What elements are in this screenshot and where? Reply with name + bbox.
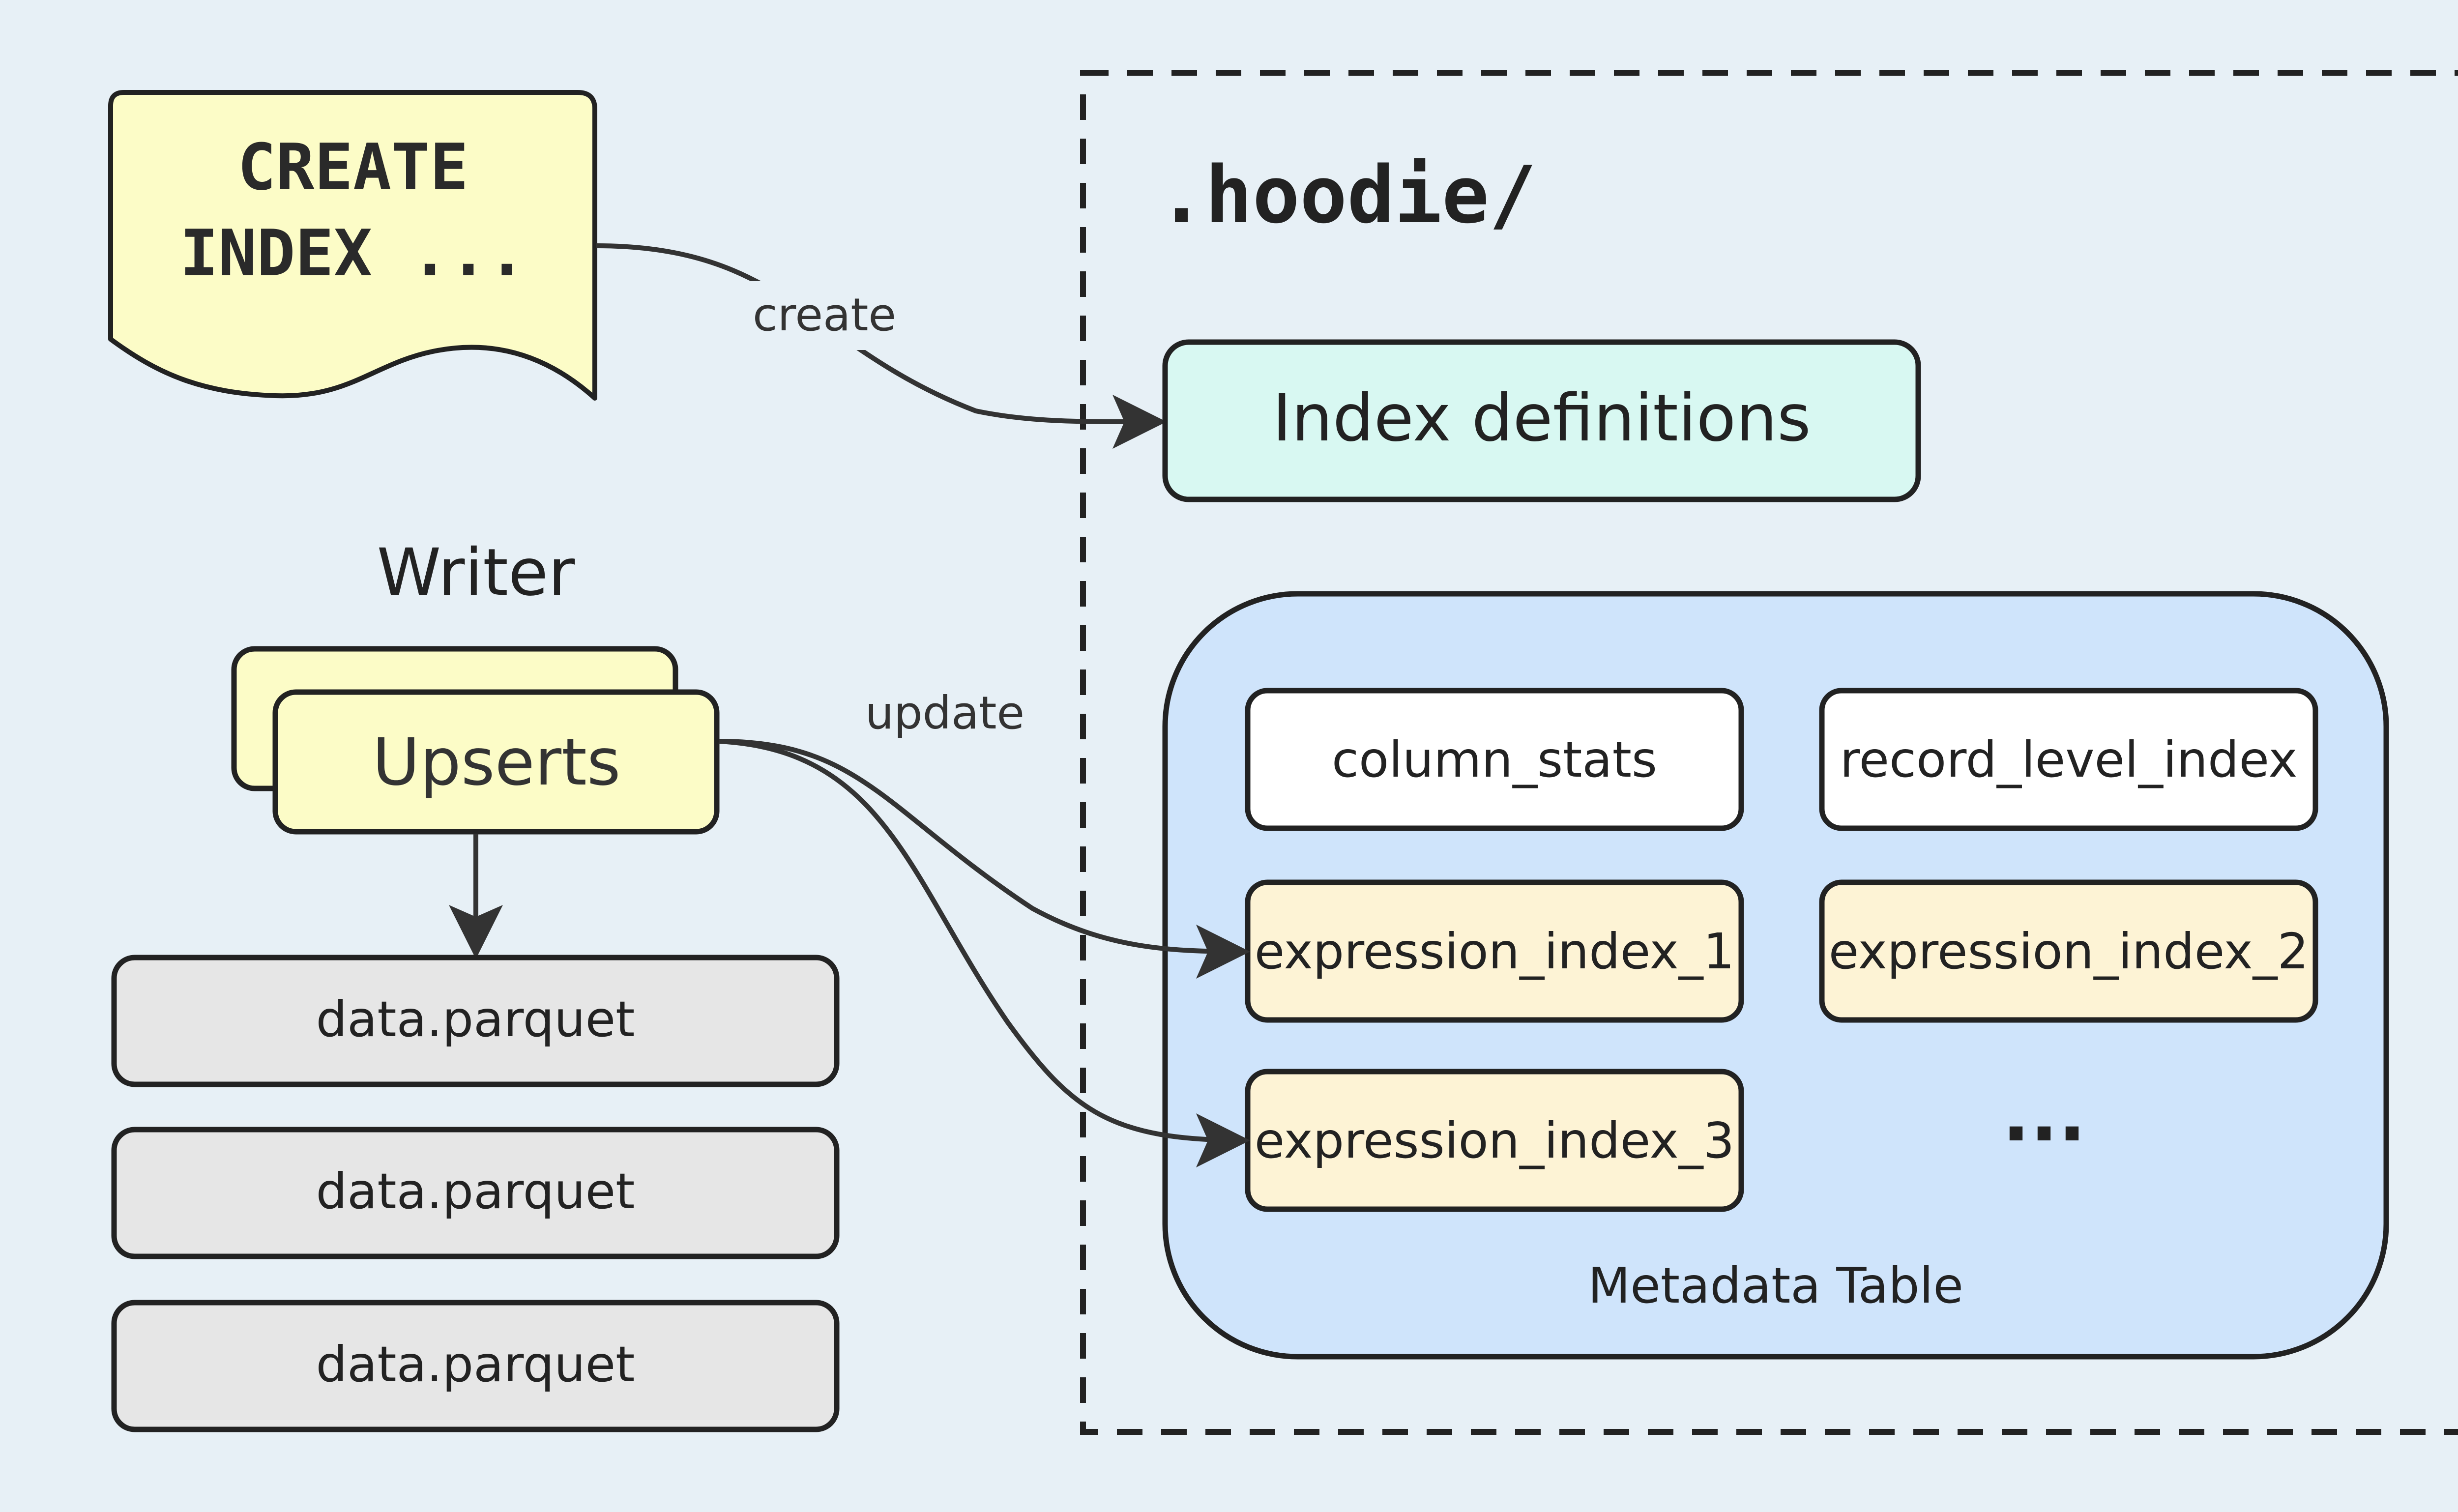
data-file-box-1 — [111, 955, 840, 1087]
create-index-note-line2: INDEX ... — [180, 216, 526, 291]
index-definitions-label: Index definitions — [1272, 380, 1811, 456]
record-level-index-label: record_level_index — [1840, 731, 2298, 788]
more-indexes-ellipsis: ... — [2002, 1073, 2086, 1158]
create-arrow — [596, 243, 1167, 449]
data-file-label-1: data.parquet — [316, 990, 635, 1048]
update-arrow-to-expression-index-3 — [718, 739, 1250, 1167]
writer-title: Writer — [377, 535, 575, 611]
metadata-table-label: Metadata Table — [1588, 1257, 1963, 1314]
create-index-note-line1: CREATE — [237, 130, 468, 204]
column-stats-box — [1245, 688, 1744, 831]
update-arrow-to-expression-index-1 — [718, 739, 1250, 979]
upserts-label: Upserts — [372, 725, 620, 800]
data-file-label-3: data.parquet — [316, 1336, 635, 1393]
column-stats-label: column_stats — [1332, 731, 1657, 788]
data-file-box-2 — [111, 1127, 840, 1259]
upserts-box — [272, 689, 720, 835]
expression-index-2-label: expression_index_2 — [1829, 923, 2309, 980]
data-file-box-3 — [111, 1300, 840, 1432]
index-definitions-box — [1162, 339, 1921, 502]
update-label: update — [865, 687, 1024, 739]
data-file-label-2: data.parquet — [316, 1163, 635, 1220]
create-label: create — [753, 289, 896, 341]
create-label-background — [742, 281, 905, 350]
hoodie-folder-title: .hoodie/ — [1158, 149, 1537, 241]
expression-index-1-label: expression_index_1 — [1255, 923, 1735, 980]
record-level-index-box — [1819, 688, 2318, 831]
expression-index-2-box — [1819, 879, 2318, 1023]
create-index-note — [108, 90, 597, 401]
expression-index-3-label: expression_index_3 — [1255, 1112, 1735, 1169]
